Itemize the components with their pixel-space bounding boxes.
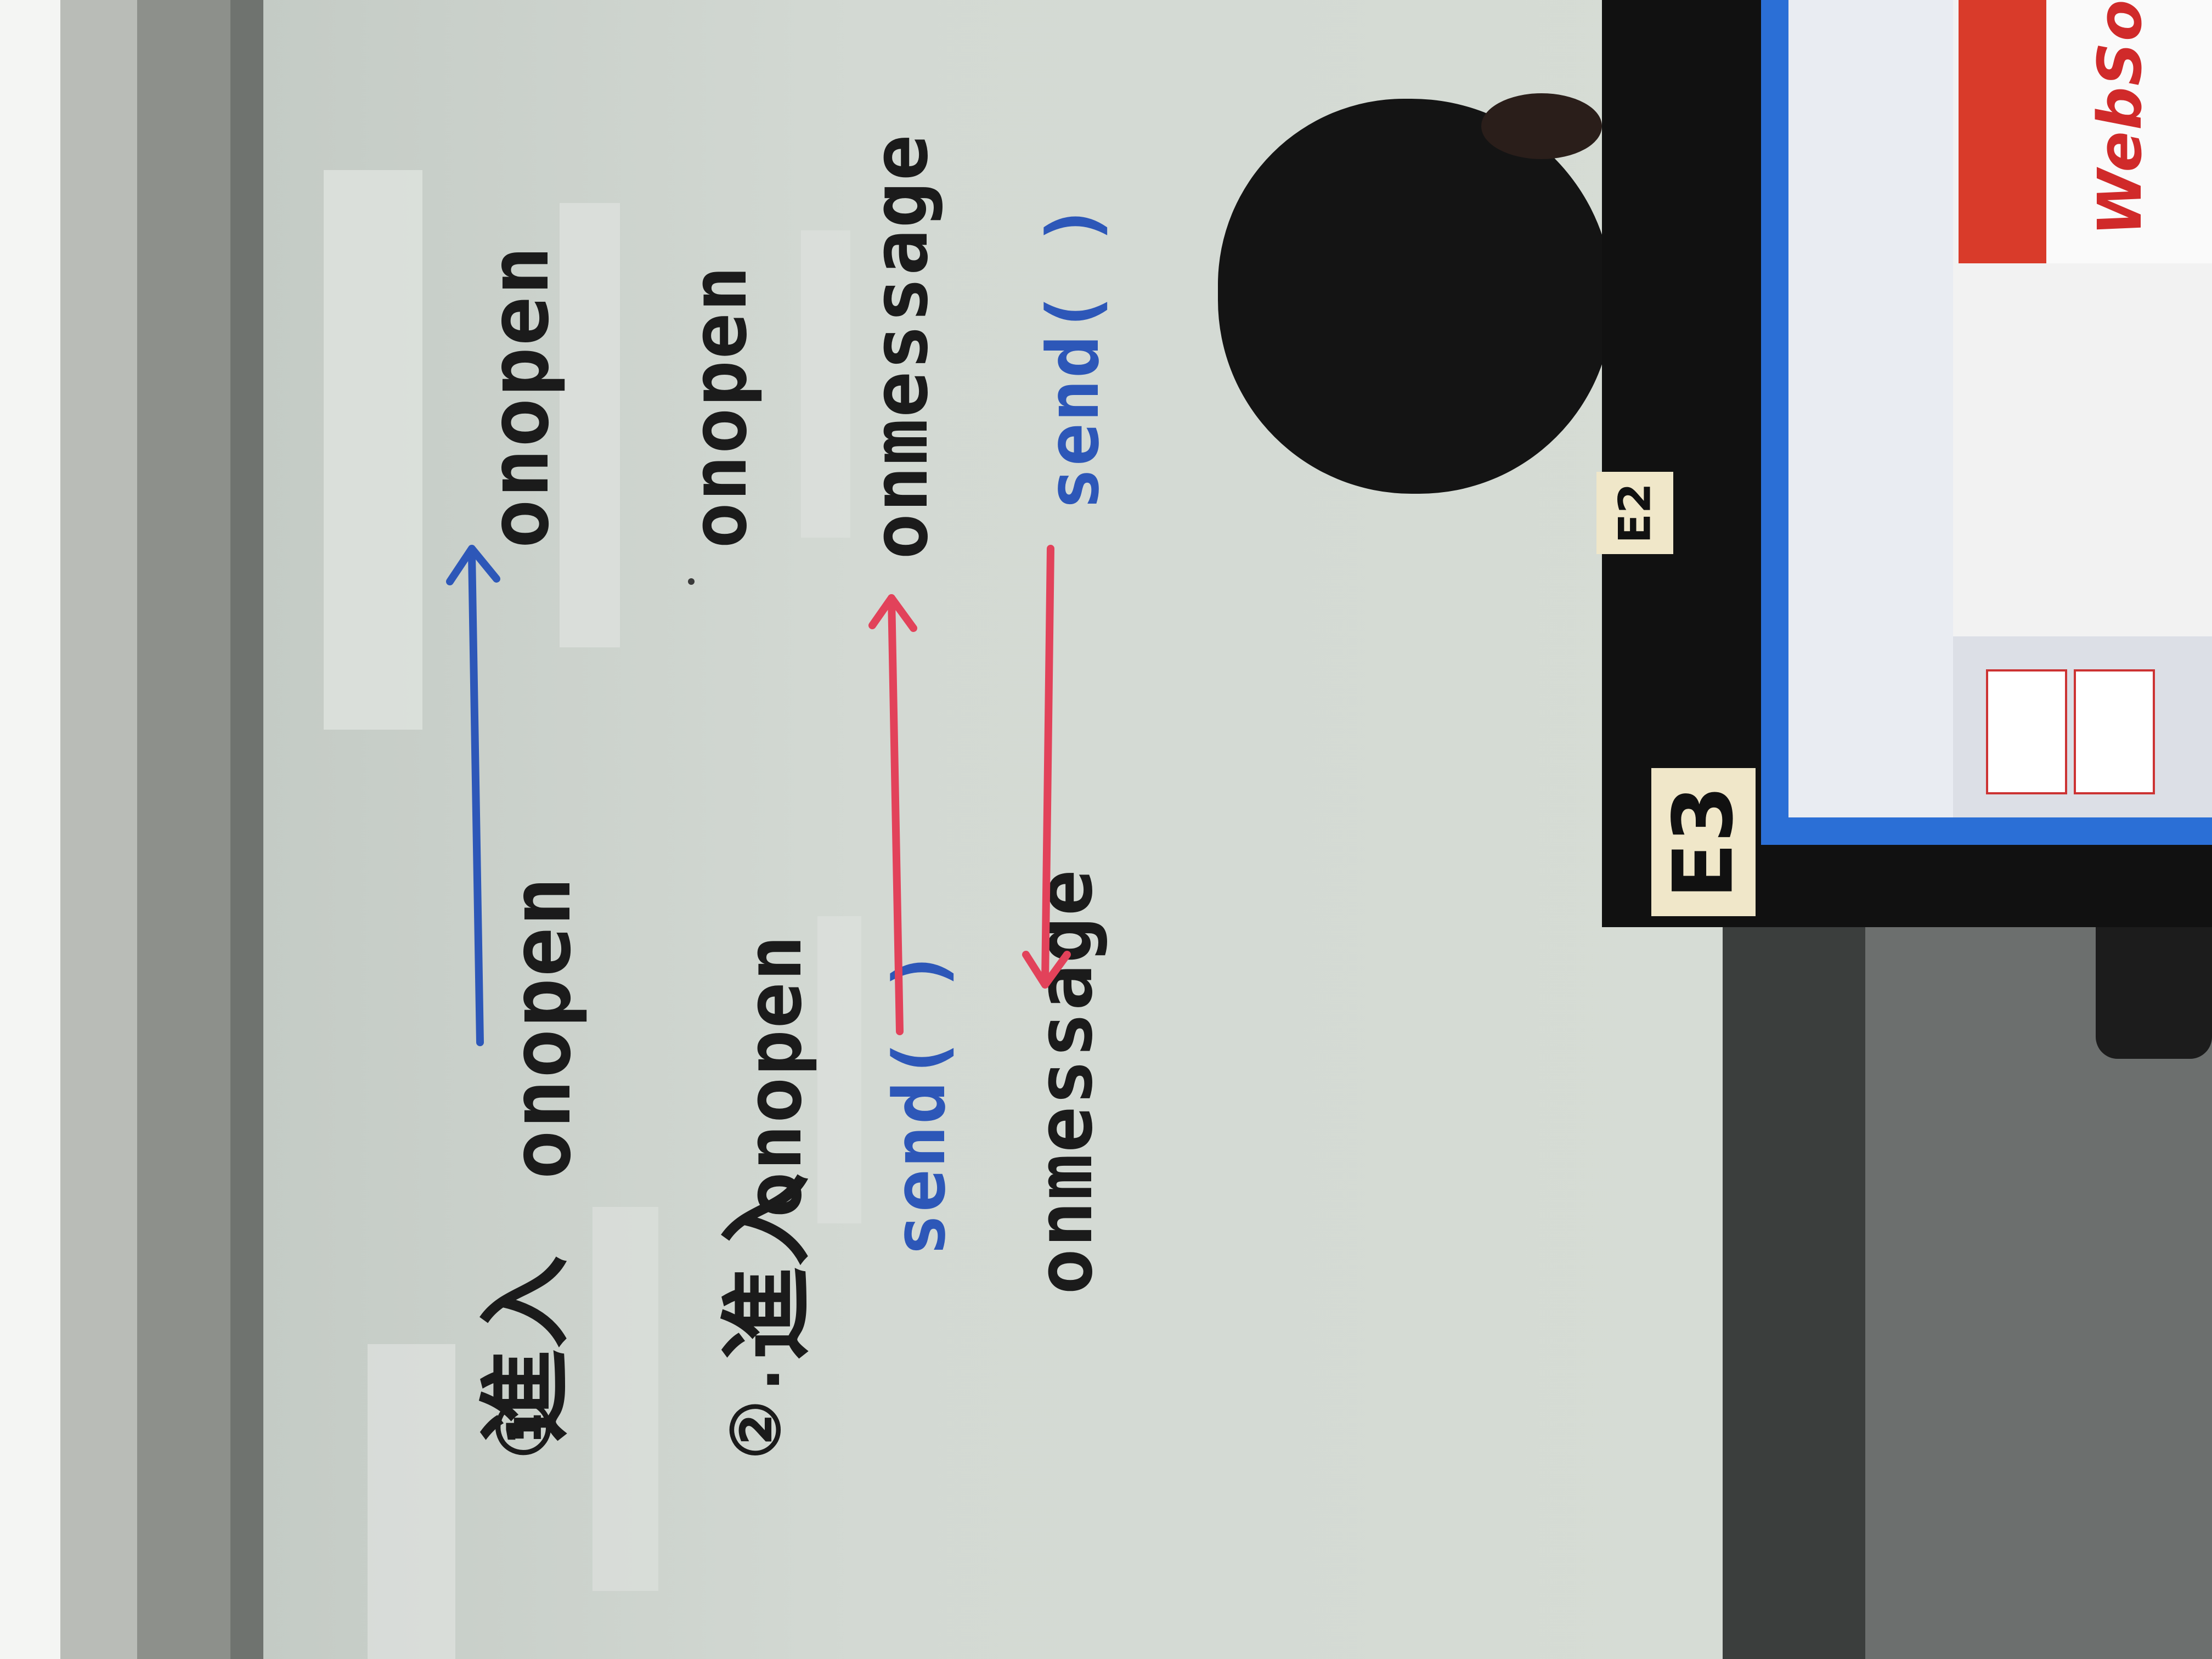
arrow-line3 bbox=[888, 594, 904, 1035]
arrow-line4-head bbox=[1022, 951, 1071, 989]
label-e2: E2 bbox=[1596, 472, 1673, 554]
label-e3: E3 bbox=[1651, 768, 1756, 916]
eraser-smudge bbox=[560, 203, 620, 647]
arrow-line3-head bbox=[868, 594, 917, 632]
arrow-line4 bbox=[1041, 545, 1054, 986]
eraser-smudge bbox=[801, 230, 850, 538]
eraser-smudge bbox=[368, 1344, 455, 1659]
slide-thumbnail bbox=[1986, 669, 2067, 794]
label-e2-text: E2 bbox=[1609, 482, 1661, 544]
arrow-line1 bbox=[468, 550, 484, 1046]
eraser-smudge bbox=[817, 916, 861, 1223]
banner-red bbox=[1959, 0, 2046, 263]
whiteboard bbox=[263, 0, 1745, 1659]
board-trim bbox=[137, 0, 230, 1659]
window-frame bbox=[60, 0, 137, 1659]
banner-title: WebSock bbox=[2085, 0, 2155, 236]
room-floor bbox=[1723, 927, 1865, 1659]
banner-white bbox=[2046, 0, 2212, 263]
monitor-ribbon bbox=[1788, 0, 1953, 817]
stray-dot bbox=[688, 578, 695, 585]
person-head bbox=[1218, 99, 1613, 494]
label-e3-text: E3 bbox=[1656, 785, 1751, 899]
slide-thumbnail bbox=[2074, 669, 2155, 794]
eraser-smudge bbox=[324, 170, 422, 730]
chair-back bbox=[2096, 927, 2212, 1059]
person-ear bbox=[1481, 93, 1602, 159]
window-light bbox=[0, 0, 60, 1659]
arrow-line1-head bbox=[446, 545, 500, 585]
eraser-smudge bbox=[592, 1207, 658, 1591]
